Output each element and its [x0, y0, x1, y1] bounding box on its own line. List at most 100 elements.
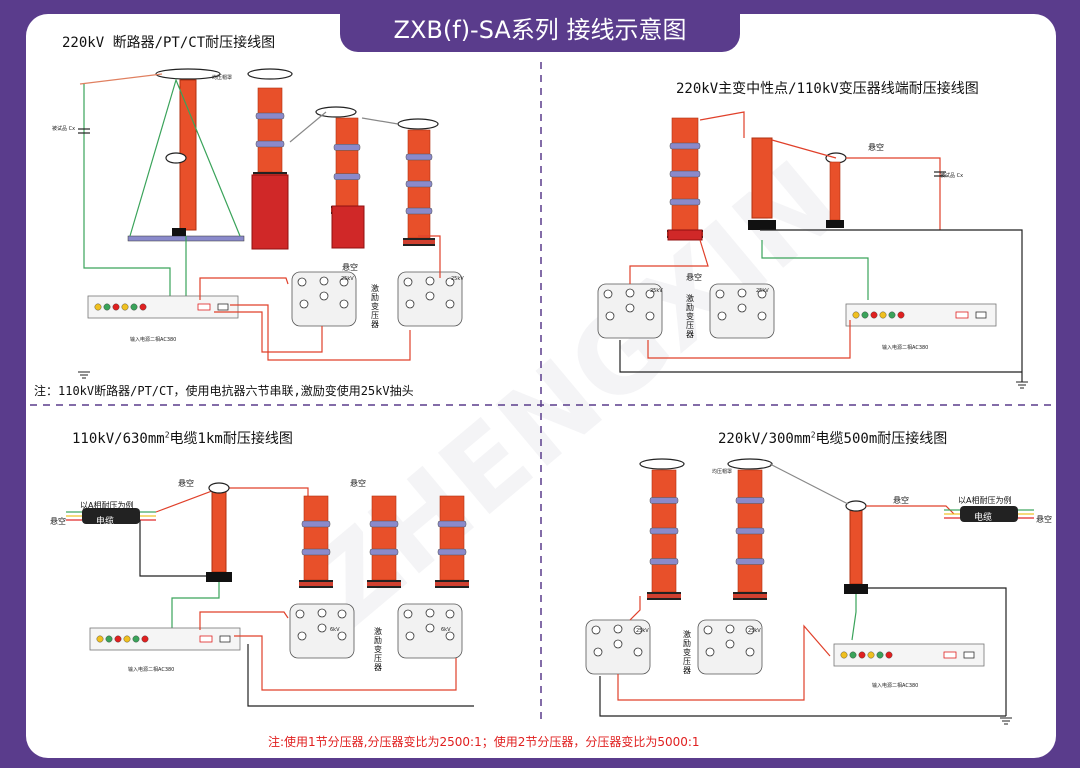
br-reactor-2-base-stripe	[733, 594, 767, 598]
bl-reactor-2-base-stripe	[367, 582, 401, 586]
tl-reactor-1-segment	[255, 112, 285, 120]
br-exciter-label: 激励变压器	[683, 630, 691, 675]
bl-exciter-2-terminal	[445, 609, 455, 619]
tl-ground-wire	[83, 84, 171, 300]
br-cable	[960, 506, 1018, 522]
tl-reactor-return	[418, 235, 441, 278]
bl-exciter-1-terminal	[297, 631, 307, 641]
bl-device-label: 输入电源二相AC380	[128, 667, 175, 673]
tl-exciter-2-terminal	[425, 276, 435, 286]
tl-exciter-1-terminal	[297, 277, 307, 287]
br-title: 220kV/300mm2电缆500m耐压接线图	[718, 430, 948, 447]
bl-exciter-1-terminal	[337, 631, 347, 641]
br-exciter-1-terminal	[613, 624, 623, 634]
tl-tap-1: 25kV	[341, 276, 354, 282]
tl-hv-lead	[79, 73, 163, 85]
tl-exciter-2-terminal	[403, 277, 413, 287]
tl-exciter-2-terminal	[425, 291, 435, 301]
bl-reactor-2-segment	[369, 548, 399, 556]
br-grading-ring-2	[727, 458, 773, 470]
tl-grading-ring-3	[315, 106, 357, 118]
tl-insulator-lines	[129, 78, 241, 237]
bl-reactor-1-segment	[301, 548, 331, 556]
bl-ground-wire	[139, 520, 206, 577]
br-exciter-1-terminal	[633, 625, 643, 635]
br-divider-base	[844, 584, 868, 594]
bl-divider-base	[206, 572, 232, 582]
tl-grading-ring-2	[247, 68, 293, 80]
title-tab	[340, 0, 740, 52]
tr-exciter-2-terminal	[717, 311, 727, 321]
tr-exciter-1-terminal	[625, 288, 635, 298]
br-suspend-label-1: 悬空	[893, 496, 909, 505]
bl-control-wire	[234, 635, 457, 691]
tr-cap-label: 被试品 Cx	[940, 173, 964, 179]
tr-ground-wire	[619, 340, 1022, 373]
tl-divider-ring	[165, 152, 187, 164]
tr-control-unit-led	[879, 311, 887, 319]
br-control-unit-led	[849, 651, 857, 659]
tr-exciter-2-terminal	[757, 289, 767, 299]
br-exciter-2-terminal	[725, 639, 735, 649]
tl-grading-ring-4	[397, 118, 439, 130]
bl-exciter-2-terminal	[425, 623, 435, 633]
tl-exciter-1-terminal	[339, 277, 349, 287]
br-control-unit-led	[876, 651, 884, 659]
br-reactor-1-base-stripe	[647, 594, 681, 598]
bl-control-unit-led	[132, 635, 140, 643]
tl-reactor-3-segment	[405, 180, 433, 188]
bl-exciter-1-terminal	[295, 609, 305, 619]
br-control-unit-plug	[943, 651, 957, 659]
bl-reactor-2-segment	[369, 520, 399, 528]
br-hv-lead	[769, 463, 849, 505]
tl-reactor-base-1	[251, 174, 289, 250]
tr-reactor-segment	[669, 170, 701, 178]
tr-control-unit-plug	[955, 311, 969, 319]
br-reactor-1-segment	[649, 558, 679, 565]
tl-link-1	[289, 111, 327, 143]
br-tap-2: 25kV	[748, 628, 761, 634]
tr-reactor-segment	[669, 198, 701, 206]
tl-control-wire-2	[214, 311, 323, 353]
br-exciter-1-terminal	[591, 625, 601, 635]
tl-control-wire-1	[230, 304, 411, 361]
tl-exciter-1-terminal	[299, 299, 309, 309]
bl-exciter-label: 激励变压器	[374, 627, 382, 672]
br-exciter-1-terminal	[613, 639, 623, 649]
br-reactor-2-segment	[735, 527, 765, 535]
br-grading-ring-1	[639, 458, 685, 470]
br-control-unit-led	[840, 651, 848, 659]
tl-exciter-2-terminal	[445, 299, 455, 309]
tr-exciter-label: 激励变压器	[686, 294, 694, 339]
tr-divider-base-1	[748, 220, 776, 230]
bl-cable-label: 电缆	[96, 517, 115, 527]
tl-exciter-1-terminal	[319, 291, 329, 301]
bl-control-unit-plug	[219, 635, 231, 643]
bl-control-unit-led	[96, 635, 104, 643]
tr-reactor-foot	[667, 229, 703, 241]
tr-divider-2	[829, 161, 841, 221]
br-hv-lead-2	[866, 505, 955, 515]
bl-control-unit-led	[105, 635, 113, 643]
br-divider	[849, 505, 863, 585]
page-title: ZXB(f)-SA系列 接线示意图	[393, 16, 687, 44]
tl-exciter-1-terminal	[319, 276, 329, 286]
tl-control-unit-led	[94, 303, 102, 311]
br-control-unit-led	[858, 651, 866, 659]
tl-exciter-1-terminal	[339, 299, 349, 309]
bl-exciter-2-terminal	[425, 608, 435, 618]
tl-exciter-label: 激励变压器	[371, 284, 379, 329]
br-tap-1: 25kV	[636, 628, 649, 634]
tl-grading-ring-1	[155, 68, 221, 80]
bl-control-unit-led	[141, 635, 149, 643]
tl-tap-2: 25kV	[451, 276, 464, 282]
br-ring-label: 均压帽罩	[712, 469, 733, 475]
tr-exciter-2-terminal	[757, 311, 767, 321]
tl-exciter-2-terminal	[445, 277, 455, 287]
tl-ring-label: 均压帽罩	[212, 75, 233, 81]
tl-reactor-3-segment	[405, 207, 433, 215]
tr-exciter-2-terminal	[737, 303, 747, 313]
bl-divider-ring	[208, 482, 230, 494]
tr-hv-lead-3	[846, 157, 941, 230]
tl-control-unit-led	[139, 303, 147, 311]
